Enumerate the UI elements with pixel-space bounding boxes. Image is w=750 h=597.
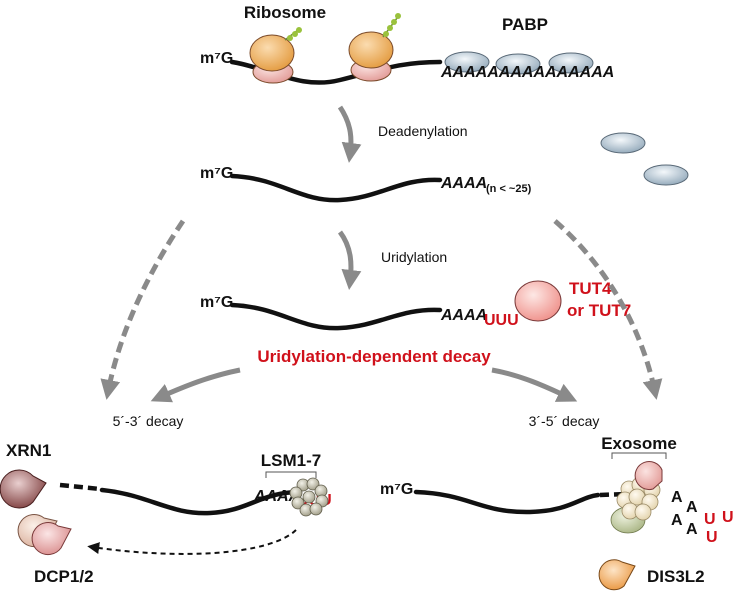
left-dashed-arrow bbox=[100, 219, 186, 400]
cap-label: m⁷G bbox=[200, 165, 233, 182]
exosome-label: Exosome bbox=[601, 434, 677, 453]
xrn1-label: XRN1 bbox=[6, 441, 51, 460]
exosome-complex-icon bbox=[610, 461, 663, 534]
released-pabp-icons bbox=[600, 132, 689, 186]
lsm1-7-complex-icon bbox=[289, 477, 329, 517]
dis3l2-label: DIS3L2 bbox=[647, 567, 705, 586]
xrn1-enzyme-icon bbox=[0, 469, 47, 509]
cap-label: m⁷G bbox=[380, 481, 413, 498]
dcp-decapping-complex-icon bbox=[17, 514, 72, 555]
ribosome-label: Ribosome bbox=[244, 3, 326, 22]
cap-label: m⁷G bbox=[200, 294, 233, 311]
mrna-dashed-end bbox=[59, 482, 101, 492]
released-nucleotide-u: U bbox=[706, 529, 718, 546]
pabp-protein-icons bbox=[444, 51, 594, 75]
mrna-strand bbox=[229, 173, 443, 203]
right-decay-arrow bbox=[491, 367, 578, 402]
short-polya-tail: AAAA bbox=[253, 488, 300, 505]
oligo-u-tail: UUU bbox=[484, 312, 519, 329]
five-to-three-decay-label: 5´-3´ decay bbox=[113, 413, 184, 429]
mrna-strand bbox=[229, 302, 443, 331]
deadenylation-arrow: Deadenylation bbox=[337, 105, 468, 163]
lsm-label: LSM1-7 bbox=[261, 451, 321, 470]
tut-enzyme-icon bbox=[514, 280, 562, 322]
released-nucleotide-a: A bbox=[686, 521, 698, 538]
deadenylated-mrna: m⁷G AAAA (n < ~25) bbox=[200, 165, 532, 203]
ribosome-icon bbox=[348, 13, 401, 82]
released-nucleotide-a: A bbox=[671, 512, 683, 529]
uridylation-arrow: Uridylation bbox=[337, 230, 447, 290]
left-decay-arrow bbox=[150, 367, 241, 403]
short-polya-tail: AAAA bbox=[440, 307, 487, 324]
five-to-three-decay-branch: XRN1 AAAA UUU LSM1-7 DCP1/2 bbox=[0, 441, 332, 586]
released-nucleotide-u: U bbox=[722, 509, 734, 526]
uridylation-dependent-decay-label: Uridylation-dependent decay bbox=[257, 347, 491, 366]
released-nucleotide-a: A bbox=[686, 499, 698, 516]
released-nucleotide-a: A bbox=[671, 489, 683, 506]
dis3l2-enzyme-icon bbox=[598, 559, 636, 591]
polya-tail: AAAAAAAAAAAAAAA bbox=[440, 64, 614, 81]
released-nucleotide-u: U bbox=[704, 511, 716, 528]
cap-label: m⁷G bbox=[200, 50, 233, 67]
three-to-five-decay-branch: m⁷G Exosome A A A A U U U bbox=[380, 434, 734, 591]
short-polya-tail: AAAA bbox=[440, 175, 487, 192]
mrna-strand bbox=[413, 489, 601, 515]
three-to-five-decay-label: 3´-5´ decay bbox=[529, 413, 600, 429]
decapping-arrow bbox=[87, 529, 297, 555]
deadenylation-label: Deadenylation bbox=[378, 123, 468, 139]
translating-mrna: Ribosome PABP m⁷G AAAAAAA bbox=[200, 3, 614, 85]
lsm-bracket bbox=[265, 471, 317, 478]
right-dashed-arrow bbox=[553, 219, 663, 400]
dcp-label: DCP1/2 bbox=[34, 567, 94, 586]
tut7-label: or TUT7 bbox=[567, 301, 631, 320]
pabp-label: PABP bbox=[502, 15, 548, 34]
uridylation-label: Uridylation bbox=[381, 249, 447, 265]
tail-length-note: (n < ~25) bbox=[486, 183, 532, 195]
uridylated-mrna: m⁷G AAAA UUU TUT4 or TUT7 bbox=[200, 279, 631, 331]
exosome-bracket bbox=[611, 452, 667, 459]
tut4-label: TUT4 bbox=[569, 279, 612, 298]
mrna-dashed-end bbox=[599, 491, 629, 498]
mrna-strand bbox=[99, 487, 303, 516]
ribosome-icon bbox=[249, 27, 302, 84]
